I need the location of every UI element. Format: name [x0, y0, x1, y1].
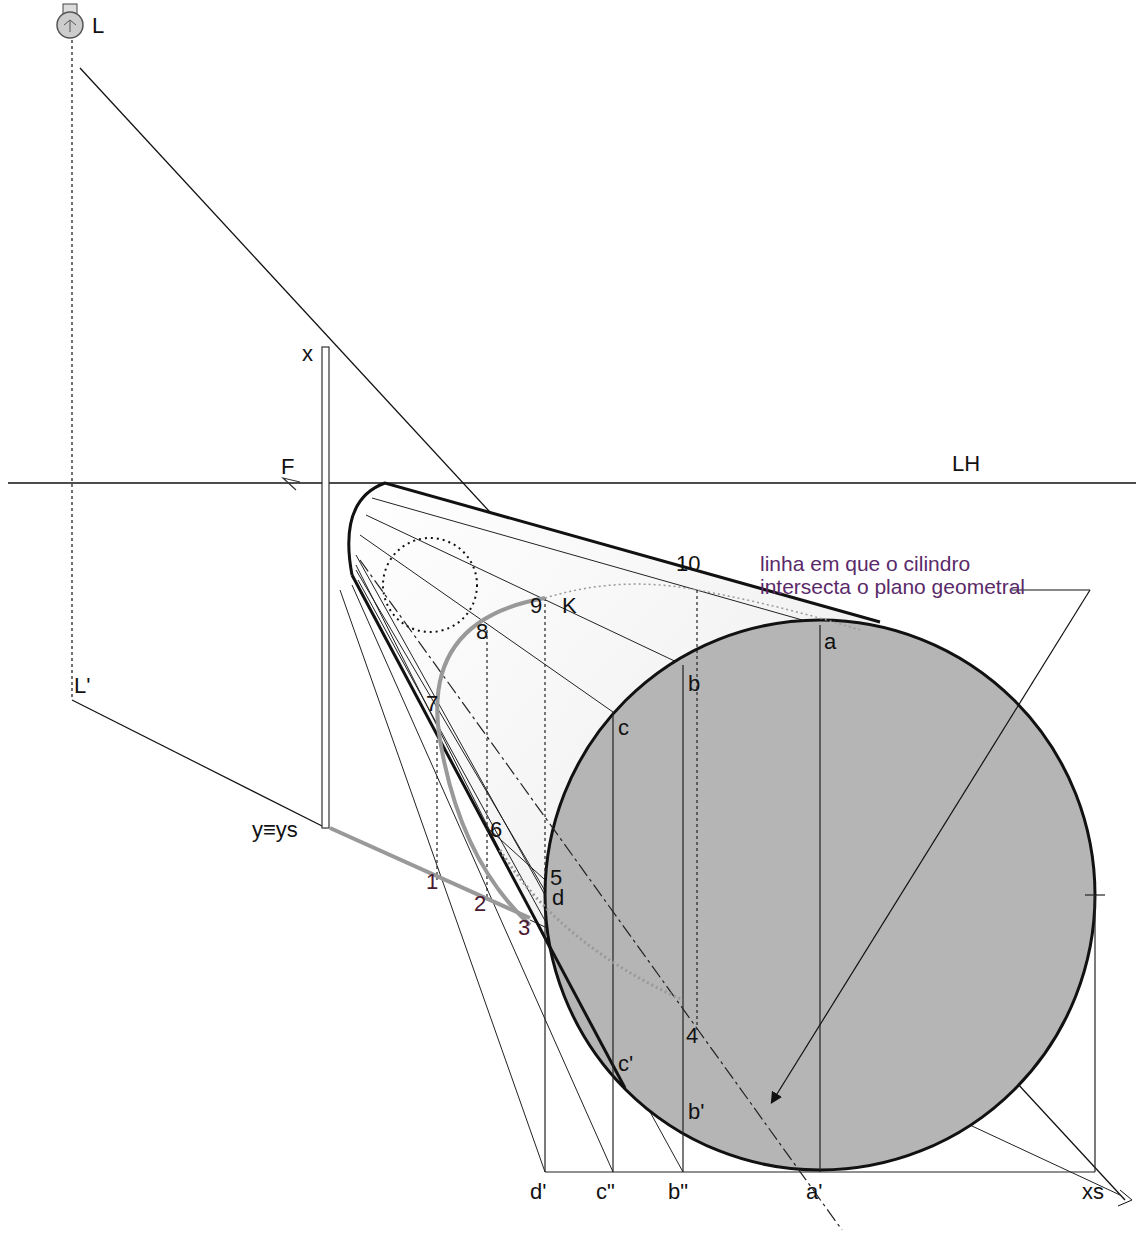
- point-label: d: [552, 886, 564, 910]
- point-label: b': [688, 1100, 704, 1124]
- point-label: LH: [952, 452, 980, 476]
- point-label: a': [806, 1180, 822, 1204]
- point-label: L: [92, 14, 104, 38]
- point-label: 3: [518, 916, 530, 940]
- point-label: K: [562, 594, 577, 618]
- point-label: y≡ys: [252, 818, 298, 842]
- point-label: F: [281, 455, 294, 479]
- note-text: linha em que o cilindro intersecta o pla…: [760, 552, 1060, 598]
- point-label: 6: [490, 818, 502, 842]
- point-label: L': [74, 674, 90, 698]
- point-label: x: [302, 342, 313, 366]
- point-label: c: [618, 716, 629, 740]
- point-label: 7: [426, 692, 438, 716]
- point-label: b: [688, 672, 700, 696]
- point-label: 4: [686, 1024, 698, 1048]
- point-label: c": [596, 1180, 615, 1204]
- lamp-symbol: [57, 4, 83, 38]
- point-label: a: [824, 630, 836, 654]
- point-label: b": [668, 1180, 688, 1204]
- point-label: d': [530, 1180, 546, 1204]
- point-label: xs: [1082, 1180, 1104, 1204]
- point-label: 10: [676, 552, 700, 576]
- point-label: 8: [476, 620, 488, 644]
- point-label: 9: [530, 594, 542, 618]
- point-label: c': [618, 1052, 633, 1076]
- point-label: 2: [474, 892, 486, 916]
- point-label: 1: [426, 870, 438, 894]
